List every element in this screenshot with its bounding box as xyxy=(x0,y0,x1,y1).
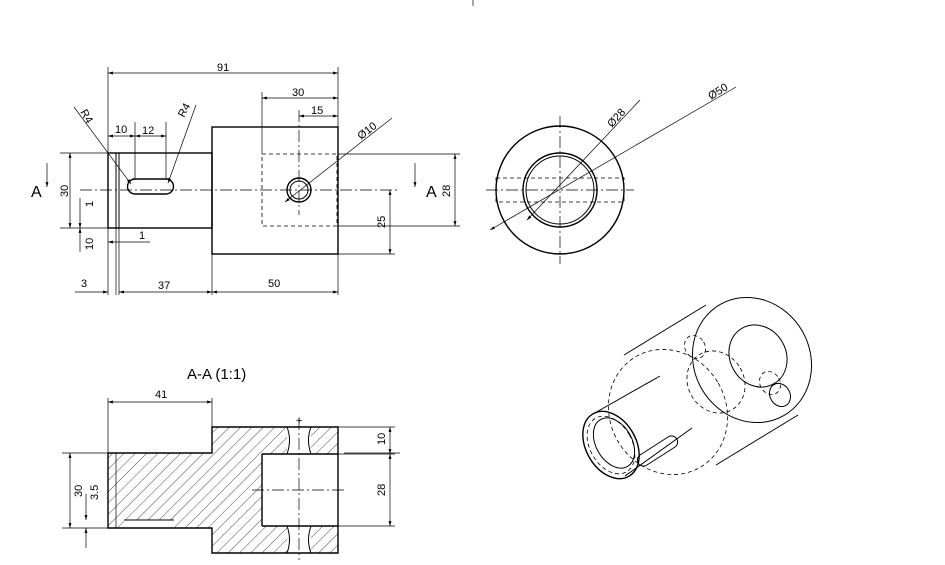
dim-dia50: Ø50 xyxy=(706,81,730,102)
leader-r4-left xyxy=(73,106,132,185)
section-title: A-A (1:1) xyxy=(187,366,246,383)
dim-28: 28 xyxy=(441,185,453,197)
dim-30-top: 30 xyxy=(292,87,304,99)
dim-15: 15 xyxy=(311,105,323,117)
section-hole-top xyxy=(286,426,312,455)
iso-crosshole-side-hidden xyxy=(759,371,781,395)
section-label-right: A xyxy=(426,184,437,201)
dim-r4-left: R4 xyxy=(77,108,94,126)
dim-30-left: 30 xyxy=(59,185,71,197)
iso-crosshole-side xyxy=(768,382,792,408)
leader-dia28 xyxy=(526,99,641,221)
section-label-left: A xyxy=(31,184,42,201)
dim-sec-28: 28 xyxy=(376,484,388,496)
iso-head-top-edge xyxy=(623,304,707,356)
isometric-view xyxy=(582,296,813,480)
dim-sec-30: 30 xyxy=(73,485,85,497)
iso-shaft-end xyxy=(582,410,640,480)
dim-sec-10: 10 xyxy=(376,433,388,445)
iso-shaft-top-edge xyxy=(592,375,661,415)
iso-shaft-end-bore xyxy=(592,417,636,469)
leader-r4-right xyxy=(167,104,197,184)
iso-slot xyxy=(636,435,679,467)
iso-head-front-face xyxy=(691,296,813,424)
section-hole-bottom xyxy=(286,525,312,554)
dim-41: 41 xyxy=(155,389,167,401)
slot xyxy=(126,178,175,195)
leader-dia10 xyxy=(284,117,393,203)
dim-sec-3-5: 3.5 xyxy=(89,485,101,500)
shaft-outline xyxy=(107,152,213,229)
dim-1-a: 1 xyxy=(84,201,96,207)
dim-dia10: Ø10 xyxy=(355,120,379,142)
section-plus: + xyxy=(296,415,302,427)
dim-1-b: 1 xyxy=(139,230,145,242)
head-outline xyxy=(211,126,339,255)
dim-91: 91 xyxy=(217,62,229,74)
dim-3: 3 xyxy=(81,278,87,290)
dim-dia28: Ø28 xyxy=(605,107,628,130)
iso-bore xyxy=(728,324,788,388)
section-outline xyxy=(107,426,339,554)
iso-bore-hidden xyxy=(686,350,746,414)
side-view: Ø28 Ø50 xyxy=(486,81,737,264)
front-view: A A 91 30 15 10 12 R4 R4 Ø10 30 1 10 1 2… xyxy=(31,62,460,295)
section-slot-void xyxy=(124,520,174,528)
dim-10-top: 10 xyxy=(115,124,127,136)
iso-head-bottom-edge xyxy=(715,414,799,466)
iso-shaft-end-inner xyxy=(586,415,636,475)
dim-r4-right: R4 xyxy=(176,101,193,119)
dim-50: 50 xyxy=(268,278,280,290)
iso-head-back-face xyxy=(608,349,728,475)
dim-10-left: 10 xyxy=(84,238,96,250)
hidden-bore xyxy=(261,153,338,227)
dim-25: 25 xyxy=(376,216,388,228)
leader-dia50 xyxy=(489,86,737,231)
iso-crosshole-top xyxy=(684,335,706,359)
section-view: A-A (1:1) + 41 10 28 30 xyxy=(62,366,400,560)
dim-12: 12 xyxy=(142,125,154,137)
dim-37: 37 xyxy=(158,280,170,292)
